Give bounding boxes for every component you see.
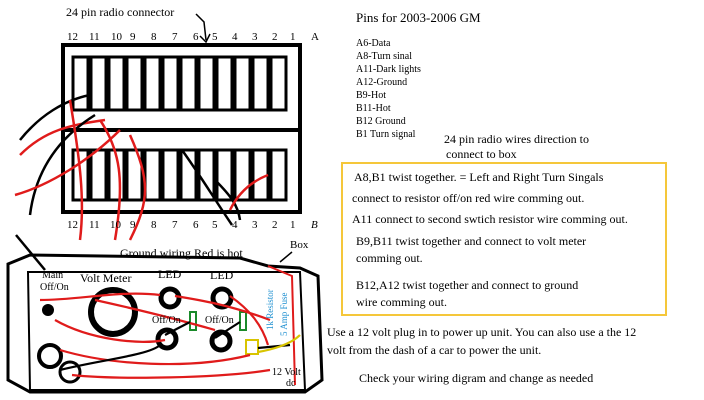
pin-number: 3 [252, 219, 258, 231]
pin-number: 11 [89, 219, 100, 231]
instructions-box [341, 162, 667, 316]
pin-number: 1 [290, 219, 296, 231]
pin-number: 8 [151, 31, 157, 43]
pin-entry: A12-Ground [356, 77, 408, 88]
connector-wires [14, 93, 269, 271]
instruction-line: A8,B1 twist together. = Left and Right T… [354, 170, 604, 184]
main-switch-label: Off/On [40, 282, 69, 293]
switch1-label: Off/On [152, 315, 181, 326]
pin-entry: A6-Data [356, 38, 391, 49]
resistor2-shape [239, 311, 247, 331]
instruction-line: A11 connect to second swtich resistor wi… [352, 212, 628, 226]
switch2-shape [209, 329, 233, 353]
box-wires [39, 292, 301, 379]
pin-number: 2 [272, 219, 278, 231]
pin-number: 2 [272, 31, 278, 43]
pin-number: 6 [193, 31, 199, 43]
instruction-line: wire comming out. [356, 295, 447, 309]
led2-label: LED [210, 268, 234, 282]
pin-number: 10 [111, 31, 122, 43]
volt-meter-dial [88, 287, 138, 337]
instruction-line: B9,B11 twist together and connect to vol… [356, 234, 587, 248]
direction-note-line2: connect to box [446, 147, 517, 161]
pins-title: Pins for 2003-2006 GM [356, 10, 481, 25]
resistor-label: 1k Resistor [265, 289, 275, 330]
led1-shape [158, 286, 182, 310]
pin-entry: B1 Turn signal [356, 129, 416, 140]
power-note-line2: volt from the dash of a car to power the… [327, 343, 542, 357]
pin-number: 5 [212, 219, 218, 231]
pin-number: 3 [252, 31, 258, 43]
fuse-shape [245, 339, 259, 355]
switch1-shape [155, 327, 179, 351]
box-label-arrow [279, 251, 293, 263]
box-inner [26, 271, 307, 391]
pointer-arrow [195, 13, 211, 44]
pin-entry: B11-Hot [356, 103, 391, 114]
instruction-line: comming out. [356, 251, 423, 265]
direction-note-line1: 24 pin radio wires direction to [444, 132, 589, 146]
box-outline [6, 253, 324, 394]
pin-number: 9 [130, 219, 136, 231]
connector-title: 24 pin radio connector [66, 5, 175, 19]
row-letter: B [311, 219, 318, 231]
instruction-line: B12,A12 twist together and connect to gr… [356, 278, 579, 292]
pin-number: 5 [212, 31, 218, 43]
pin-number: 12 [67, 219, 78, 231]
check-note: Check your wiring digram and change as n… [359, 371, 594, 385]
main-switch-knob [42, 304, 54, 316]
pin-number: 11 [89, 31, 100, 43]
pin-number: 1 [290, 31, 296, 43]
connector-top-row [71, 55, 288, 112]
row-letter: A [311, 31, 319, 43]
switch2-label: Off/On [205, 315, 234, 326]
wiring-note: Ground wiring Red is hot [120, 246, 243, 260]
pin-number: 4 [232, 31, 238, 43]
pin-number: 7 [172, 31, 178, 43]
pin-number: 6 [193, 219, 199, 231]
volt-meter-label: Volt Meter [80, 271, 132, 285]
pin-entry: A11-Dark lights [356, 64, 421, 75]
volt12-label: dc [286, 378, 296, 389]
pin-number: 7 [172, 219, 178, 231]
pin-entry: A8-Turn sinal [356, 51, 413, 62]
main-switch-label: Main [42, 270, 64, 281]
connector-bottom-row [71, 148, 288, 202]
led1-label: LED [158, 267, 182, 281]
box-label: Box [290, 239, 309, 251]
resistor1-shape [189, 311, 197, 331]
fuse-label: 5 Amp Fuse [279, 292, 289, 336]
power-note-line1: Use a 12 volt plug in to power up unit. … [327, 325, 637, 339]
main-switch-base [37, 343, 63, 369]
pin-number: 10 [110, 219, 121, 231]
volt12-label: 12 Volt [272, 367, 301, 378]
pin-entry: B9-Hot [356, 90, 386, 101]
pin-number: 9 [130, 31, 136, 43]
pin-number: 8 [151, 219, 157, 231]
instruction-line: connect to resistor off/on red wire comm… [352, 191, 585, 205]
pin-entry: B12 Ground [356, 116, 406, 127]
pin-number: 12 [67, 31, 78, 43]
pin-number: 4 [232, 219, 238, 231]
